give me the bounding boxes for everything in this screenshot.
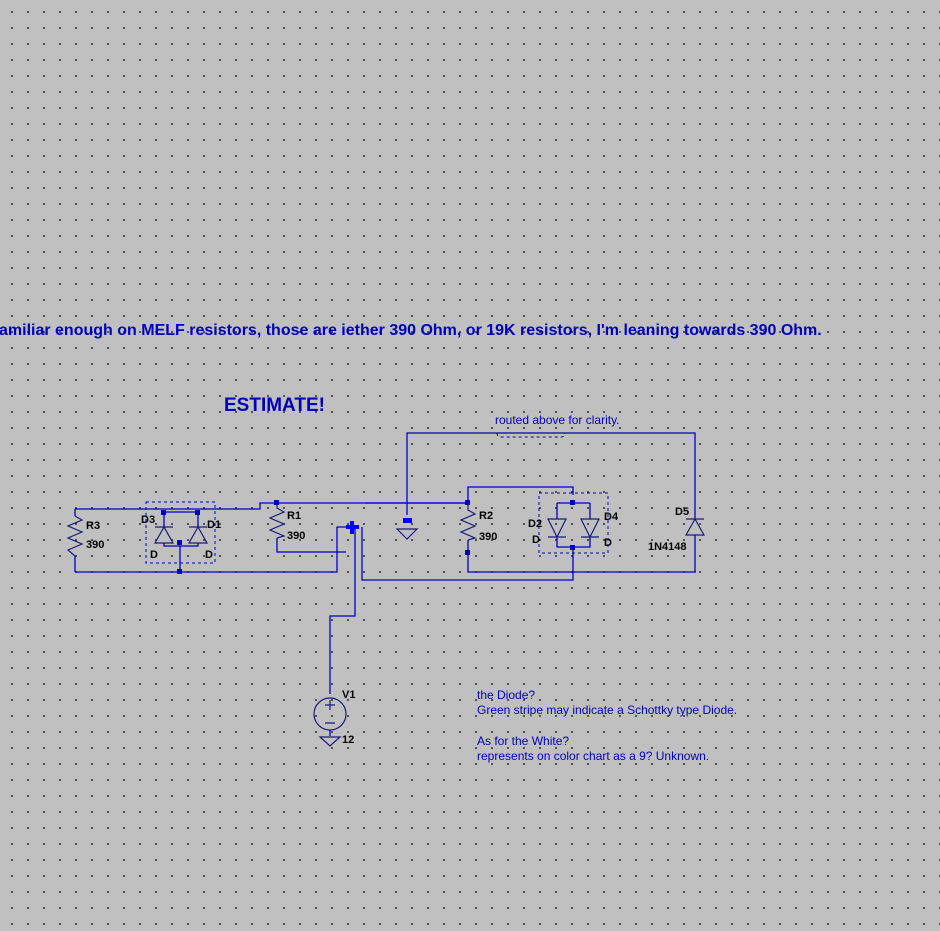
resistor-r1[interactable]: R1 390 [268,503,305,542]
ground-symbol[interactable] [395,518,419,540]
resistor-r2[interactable]: R2 390 [459,503,497,543]
diode-d3[interactable]: D3 D [141,512,180,561]
d5-model: 1N4148 [648,541,687,553]
d1-model: D [205,549,213,561]
r1-name: R1 [287,510,301,522]
melf-resistor-note[interactable]: amiliar enough on MELF resistors, those … [0,322,822,339]
d4-name: D4 [604,511,619,523]
diode-note-line1[interactable]: the Diode? [477,688,536,702]
wire-node-cursor[interactable] [346,521,359,534]
white-note-line1[interactable]: As for the White? [477,734,570,748]
diode-d1[interactable]: D1 D [179,512,221,565]
d3-name: D3 [141,514,155,526]
r3-name: R3 [86,520,100,532]
routing-bracket [496,432,566,438]
voltage-source-v1[interactable]: V1 12 [313,689,355,747]
v1-name: V1 [342,689,355,701]
r2-value: 390 [479,531,497,543]
diode-d5[interactable]: D5 1N4148 [648,506,706,572]
d4-model: D [604,537,612,549]
white-note-line2[interactable]: represents on color chart as a 9? Unknow… [477,749,710,763]
routed-note[interactable]: routed above for clarity. [495,413,620,427]
resistor-r3[interactable]: R3 390 [66,515,104,557]
r2-name: R2 [479,510,493,522]
diode-d2[interactable]: D2 D [528,502,573,548]
d2-name: D2 [528,518,542,530]
estimate-heading[interactable]: ESTIMATE! [224,395,325,416]
v1-value: 12 [342,734,354,746]
d2-model: D [532,534,540,546]
d1-name: D1 [207,519,221,531]
wires[interactable] [74,432,696,694]
d5-name: D5 [675,506,689,518]
d3-model: D [150,549,158,561]
junctions [161,500,575,574]
diode-note-line2[interactable]: Green stripe may indicate a Schottky typ… [477,703,738,717]
r1-value: 390 [287,530,305,542]
r3-value: 390 [86,539,104,551]
diode-pair-box-right[interactable] [538,492,609,554]
diode-d4[interactable]: D4 D [573,502,619,549]
